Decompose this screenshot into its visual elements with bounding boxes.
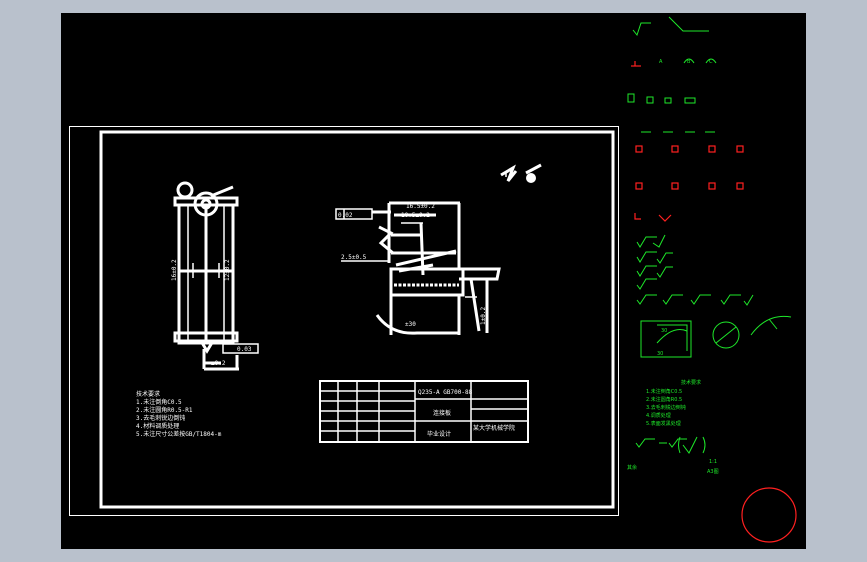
drawing-frame (99, 130, 615, 509)
title-school: 某大学机械学院 (473, 424, 515, 432)
dim-left-b: 12±0.2 (224, 259, 231, 281)
lib-label-left: 其余 (627, 464, 637, 471)
title-block (319, 380, 529, 443)
lib-letter-c: C (709, 59, 713, 65)
lib-note-3: 3.去毛刺锐边倒钝 (646, 404, 686, 411)
title-part-name: 连接板 (433, 409, 451, 417)
dim-left-a: 16±0.2 (171, 259, 178, 281)
dim-top-2: 10.5±0.2 (401, 212, 430, 219)
dim-bottom-left: ±0.2 (211, 360, 226, 367)
notes-line-4: 3.去毛刺锐边倒钝 (136, 414, 185, 422)
gdt-top: 0.02 (338, 212, 353, 219)
lib-letter-b: B (687, 59, 691, 65)
lib-sheet-label: A3图 (707, 469, 719, 475)
lib-scale-label: 1:1 (709, 459, 717, 465)
title-material: Q235-A GB700-88 (418, 389, 473, 396)
notes-line-2: 1.未注倒角C0.5 (136, 398, 182, 406)
notes-line-3: 2.未注圆角R0.5-R1 (136, 406, 193, 414)
notes-line-6: 5.未注尺寸公差按GB/T1804-m (136, 430, 222, 438)
cad-drawing: 16±0.2 12±0.2 0.03 ±0.2 0.02 16.5±0.2 (69, 16, 797, 543)
lib-notes-title: 技术要求 (681, 379, 701, 386)
lib-dim-b: 30 (657, 351, 663, 357)
technical-notes: 技术要求 1.未注倒角C0.5 2.未注圆角R0.5-R1 3.去毛刺锐边倒钝 … (136, 390, 222, 438)
lib-letter-a: A (659, 59, 663, 65)
gdt-left: 0.03 (237, 346, 252, 353)
lib-note-4: 4.调质处理 (646, 412, 671, 419)
title-drawing-no: 毕业设计 (427, 430, 451, 438)
dim-top-1: 16.5±0.2 (406, 203, 435, 210)
right-part-view (335, 163, 542, 335)
lib-note-5: 5.表面发黑处理 (646, 420, 681, 427)
lib-dim-a: 30 (661, 328, 667, 334)
drawing-canvas[interactable]: 16±0.2 12±0.2 0.03 ±0.2 0.02 16.5±0.2 (61, 13, 806, 549)
notes-line-1: 技术要求 (136, 390, 160, 398)
dim-side: 2.5±0.5 (341, 254, 367, 261)
record-marker-icon (741, 487, 797, 543)
left-part-view (173, 181, 259, 371)
lib-note-1: 1.未注倒角C0.5 (646, 388, 682, 395)
notes-line-5: 4.材料调质处理 (136, 422, 179, 430)
dim-right-vertical: 1±0.2 (480, 307, 487, 325)
paper-border (69, 126, 619, 516)
lib-note-2: 2.未注圆角R0.5 (646, 396, 682, 403)
symbol-library (627, 16, 797, 543)
dim-radius: ±30 (405, 321, 416, 328)
